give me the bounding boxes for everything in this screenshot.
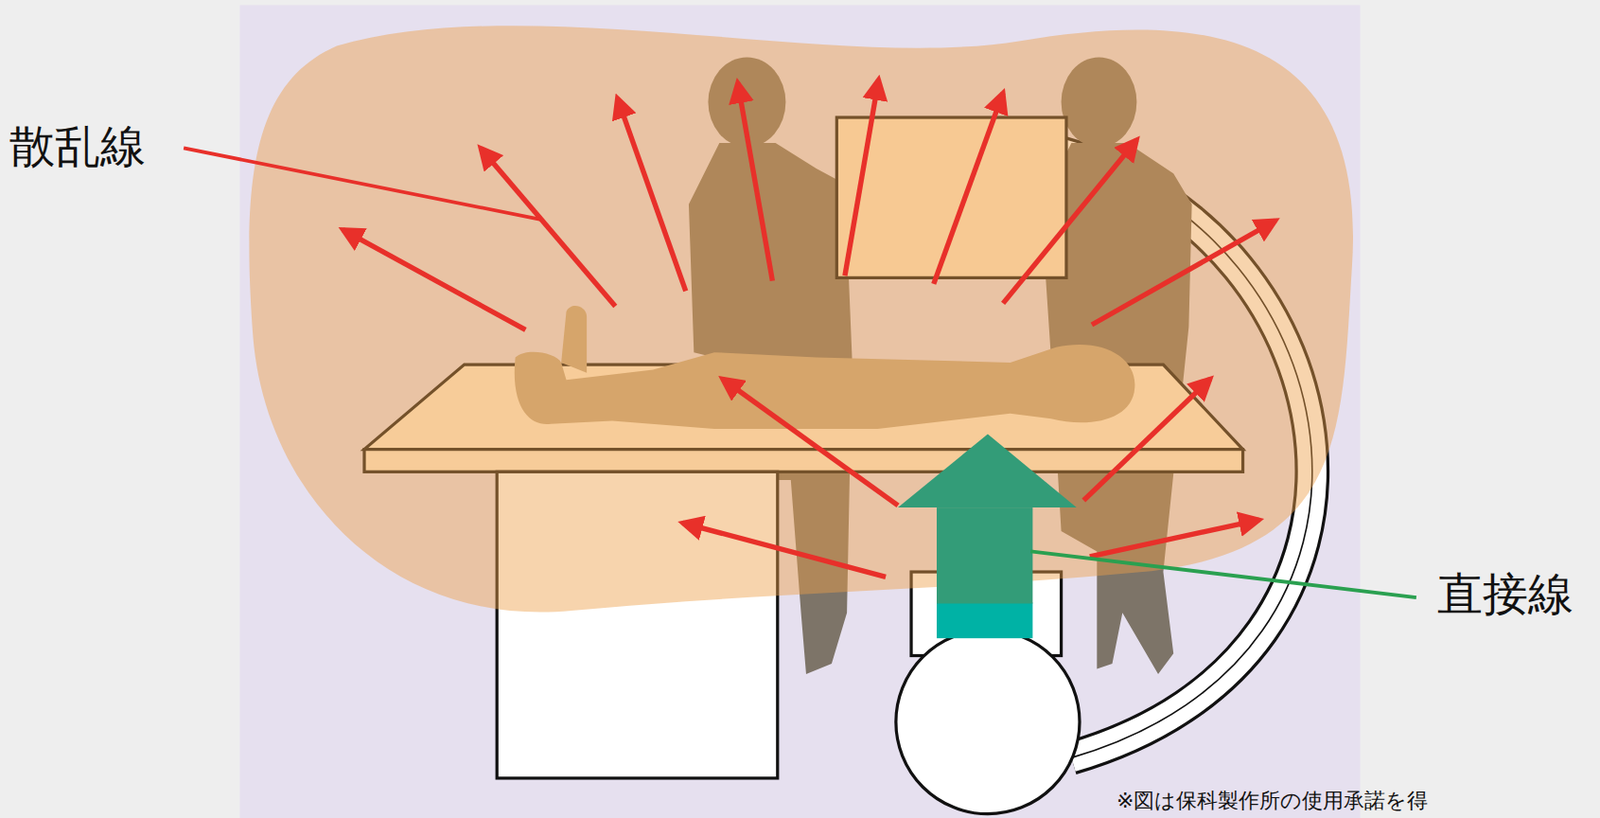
scatter-arrows [342, 79, 1276, 577]
direct-leader [1030, 550, 1417, 598]
direct-beam-shaft [936, 507, 1033, 603]
direct-label: 直接線 [1437, 568, 1574, 619]
scatter-leader [183, 147, 541, 220]
direct-beam-head [897, 433, 1077, 508]
scatter-region [248, 25, 1354, 612]
direct-beam-lower [936, 601, 1033, 638]
scatter-label: 散乱線 [9, 121, 146, 172]
credit-note: ※図は保科製作所の使用承諾を得 [1116, 789, 1428, 812]
x-ray-tube [896, 630, 1080, 814]
panel [239, 4, 1360, 818]
